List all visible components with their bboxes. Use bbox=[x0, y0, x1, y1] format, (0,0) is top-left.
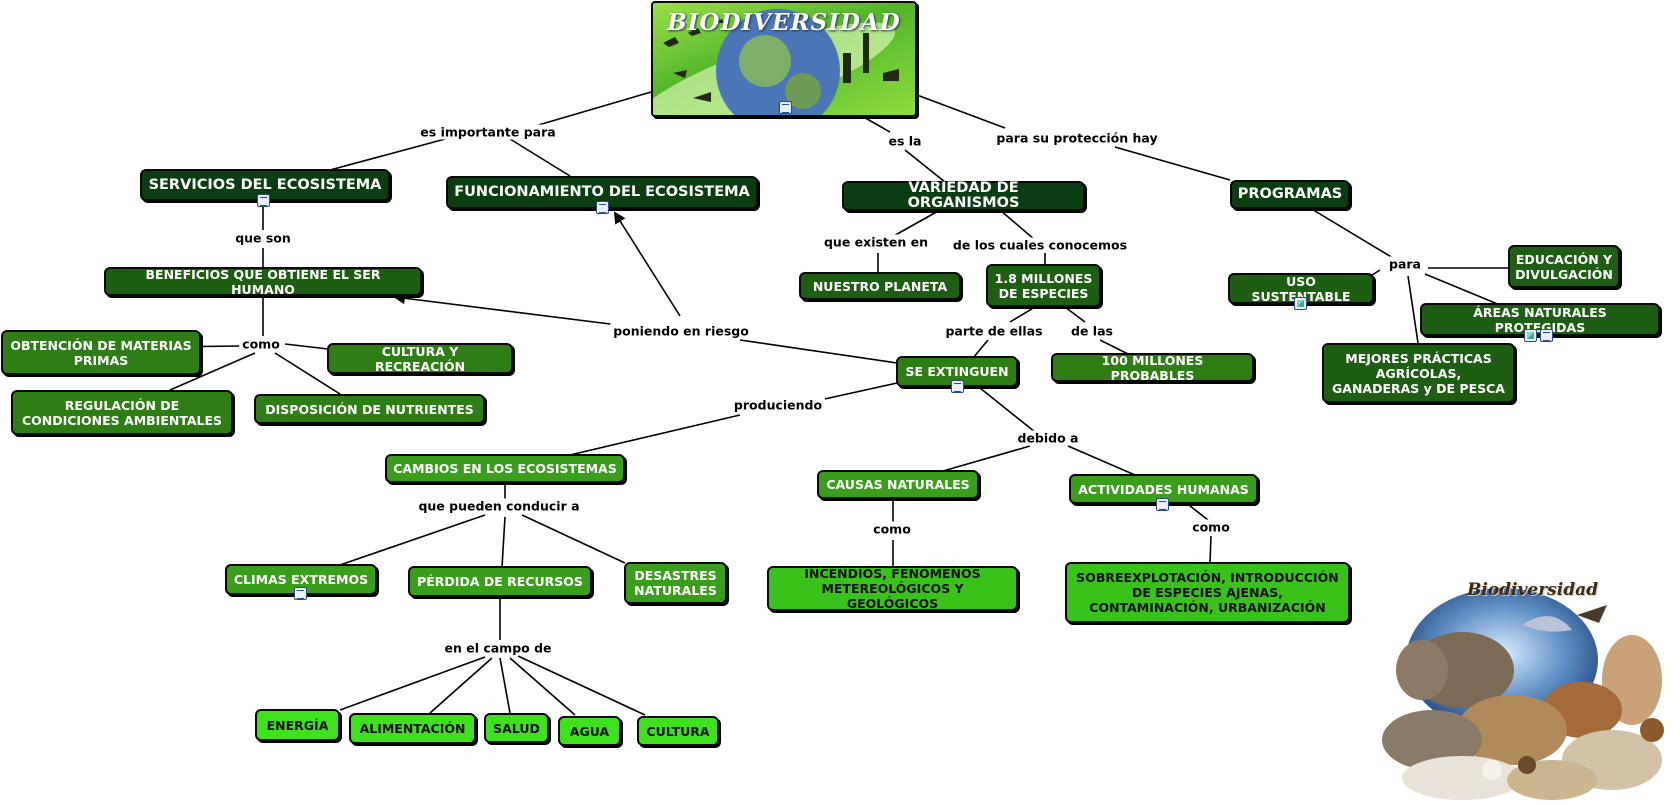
concept-label: 1.8 MILLONES DE ESPECIES bbox=[994, 270, 1093, 301]
link-parte-de-ellas: parte de ellas bbox=[942, 323, 1046, 339]
link-que-son: que son bbox=[232, 230, 294, 246]
map-title: BIODIVERSIDAD bbox=[667, 9, 901, 36]
concept-label: DESASTRES NATURALES bbox=[634, 568, 717, 598]
link-para-su-proteccion: para su protección hay bbox=[993, 130, 1161, 146]
concept-label: ACTIVIDADES HUMANAS bbox=[1078, 481, 1249, 497]
concept-alimentacion[interactable]: ALIMENTACIÓN bbox=[349, 713, 476, 744]
resource-doc-icon[interactable] bbox=[779, 101, 792, 114]
resource-image-icon[interactable] bbox=[1294, 297, 1307, 310]
concept-label: OBTENCIÓN DE MATERIAS PRIMAS bbox=[10, 337, 192, 368]
link-produciendo: produciendo bbox=[730, 397, 826, 413]
link-poniendo-en-riesgo: poniendo en riesgo bbox=[610, 323, 752, 339]
concept-label: ALIMENTACIÓN bbox=[359, 721, 466, 736]
link-como-beneficios: como bbox=[239, 336, 283, 352]
concept-label: CAMBIOS EN LOS ECOSISTEMAS bbox=[393, 461, 617, 476]
concept-label: CLIMAS EXTREMOS bbox=[233, 572, 369, 587]
resource-doc-icon[interactable] bbox=[951, 380, 964, 393]
concept-label: SE EXTINGUEN bbox=[905, 364, 1009, 379]
link-debido-a: debido a bbox=[1014, 430, 1082, 446]
concept-label: BENEFICIOS QUE OBTIENE EL SER HUMANO bbox=[145, 266, 381, 297]
concept-mejores-practicas[interactable]: MEJORES PRÁCTICAS AGRÍCOLAS, GANADERAS y… bbox=[1322, 343, 1515, 403]
concept-label: 100 MILLONES PROBABLES bbox=[1101, 352, 1204, 383]
concept-sobreexplotacion[interactable]: SOBREEXPLOTACIÓN, INTRODUCCIÓN DE ESPECI… bbox=[1065, 562, 1350, 623]
resource-doc-icon[interactable] bbox=[596, 201, 609, 214]
link-es-importante-para: es importante para bbox=[417, 124, 559, 140]
concept-cambios[interactable]: CAMBIOS EN LOS ECOSISTEMAS bbox=[385, 454, 625, 483]
resource-image-icon[interactable] bbox=[1524, 329, 1537, 342]
link-como-causas: como bbox=[870, 521, 914, 537]
concept-label: SALUD bbox=[493, 720, 540, 736]
concept-label: FUNCIONAMIENTO DEL ECOSISTEMA bbox=[454, 184, 750, 200]
concept-label: CAUSAS NATURALES bbox=[826, 477, 970, 492]
concept-label: SOBREEXPLOTACIÓN, INTRODUCCIÓN DE ESPECI… bbox=[1076, 570, 1339, 615]
animals-illustration bbox=[1382, 588, 1664, 800]
link-en-el-campo-de: en el campo de bbox=[441, 640, 555, 656]
concept-label: PÉRDIDA DE RECURSOS bbox=[417, 574, 583, 589]
concept-perdida-recursos[interactable]: PÉRDIDA DE RECURSOS bbox=[408, 566, 592, 597]
concept-label: SERVICIOS DEL ECOSISTEMA bbox=[148, 176, 382, 193]
concept-label: CULTURA bbox=[646, 723, 710, 739]
concept-programas[interactable]: PROGRAMAS bbox=[1230, 180, 1350, 209]
link-que-pueden-conducir-a: que pueden conducir a bbox=[415, 498, 583, 514]
concept-energia[interactable]: ENERGÍA bbox=[255, 709, 340, 741]
link-como-actividades: como bbox=[1189, 519, 1233, 535]
concept-nuestro-planeta[interactable]: NUESTRO PLANETA bbox=[799, 272, 961, 300]
concept-1-8-millones[interactable]: 1.8 MILLONES DE ESPECIES bbox=[986, 264, 1101, 307]
concept-educacion[interactable]: EDUCACIÓN Y DIVULGACIÓN bbox=[1508, 245, 1620, 288]
concept-desastres-naturales[interactable]: DESASTRES NATURALES bbox=[624, 562, 727, 604]
concept-label: ENERGÍA bbox=[266, 717, 329, 733]
concept-label: EDUCACIÓN Y DIVULGACIÓN bbox=[1515, 251, 1613, 282]
concept-label: AGUA bbox=[569, 723, 610, 739]
concept-materias-primas[interactable]: OBTENCIÓN DE MATERIAS PRIMAS bbox=[1, 330, 201, 375]
resource-doc-icon[interactable] bbox=[1540, 329, 1553, 342]
concept-variedad[interactable]: VARIEDAD DE ORGANISMOS bbox=[842, 181, 1085, 211]
concept-label: NUESTRO PLANETA bbox=[812, 278, 948, 294]
concept-agua[interactable]: AGUA bbox=[558, 716, 621, 746]
resource-doc-icon[interactable] bbox=[1156, 498, 1169, 511]
concept-salud[interactable]: SALUD bbox=[484, 713, 549, 743]
concept-label: PROGRAMAS bbox=[1237, 186, 1343, 202]
concept-causas-naturales[interactable]: CAUSAS NATURALES bbox=[817, 470, 979, 499]
resource-doc-icon[interactable] bbox=[294, 587, 307, 600]
concept-cultura[interactable]: CULTURA bbox=[637, 716, 719, 746]
concept-label: VARIEDAD DE ORGANISMOS bbox=[907, 180, 1020, 211]
concept-label: INCENDIOS, FENÓMENOS METEREOLÓGICOS Y GE… bbox=[804, 566, 981, 611]
link-de-los-cuales: de los cuales conocemos bbox=[949, 237, 1131, 253]
concept-label: ÁREAS NATURALES PROTEGIDAS bbox=[1473, 304, 1607, 335]
concept-label: REGULACIÓN DE CONDICIONES AMBIENTALES bbox=[21, 397, 223, 428]
link-para: para bbox=[1386, 256, 1424, 272]
concept-100-millones[interactable]: 100 MILLONES PROBABLES bbox=[1051, 352, 1254, 383]
concept-regulacion[interactable]: REGULACIÓN DE CONDICIONES AMBIENTALES bbox=[11, 390, 233, 435]
link-de-las: de las bbox=[1068, 323, 1116, 339]
link-que-existen-en: que existen en bbox=[820, 234, 932, 250]
concept-incendios[interactable]: INCENDIOS, FENÓMENOS METEREOLÓGICOS Y GE… bbox=[767, 566, 1018, 611]
concept-label: DISPOSICIÓN DE NUTRIENTES bbox=[265, 401, 474, 417]
biodiversity-collage-image bbox=[653, 9, 899, 115]
concept-label: MEJORES PRÁCTICAS AGRÍCOLAS, GANADERAS y… bbox=[1332, 350, 1505, 396]
concept-label: CULTURA Y RECREACIÓN bbox=[374, 343, 466, 374]
concept-nutrientes[interactable]: DISPOSICIÓN DE NUTRIENTES bbox=[254, 394, 485, 424]
title-node[interactable]: BIODIVERSIDAD bbox=[651, 1, 917, 117]
promo-title: Biodiversidad bbox=[1467, 580, 1598, 600]
resource-doc-icon[interactable] bbox=[257, 194, 270, 207]
concept-label: USO SUSTENTABLE bbox=[1251, 273, 1351, 304]
concept-beneficios[interactable]: BENEFICIOS QUE OBTIENE EL SER HUMANO bbox=[104, 266, 422, 297]
link-es-la: es la bbox=[885, 133, 925, 149]
concept-cultura-recreacion[interactable]: CULTURA Y RECREACIÓN bbox=[327, 343, 513, 374]
biodiversity-animals-image: Biodiversidad bbox=[1352, 580, 1678, 802]
